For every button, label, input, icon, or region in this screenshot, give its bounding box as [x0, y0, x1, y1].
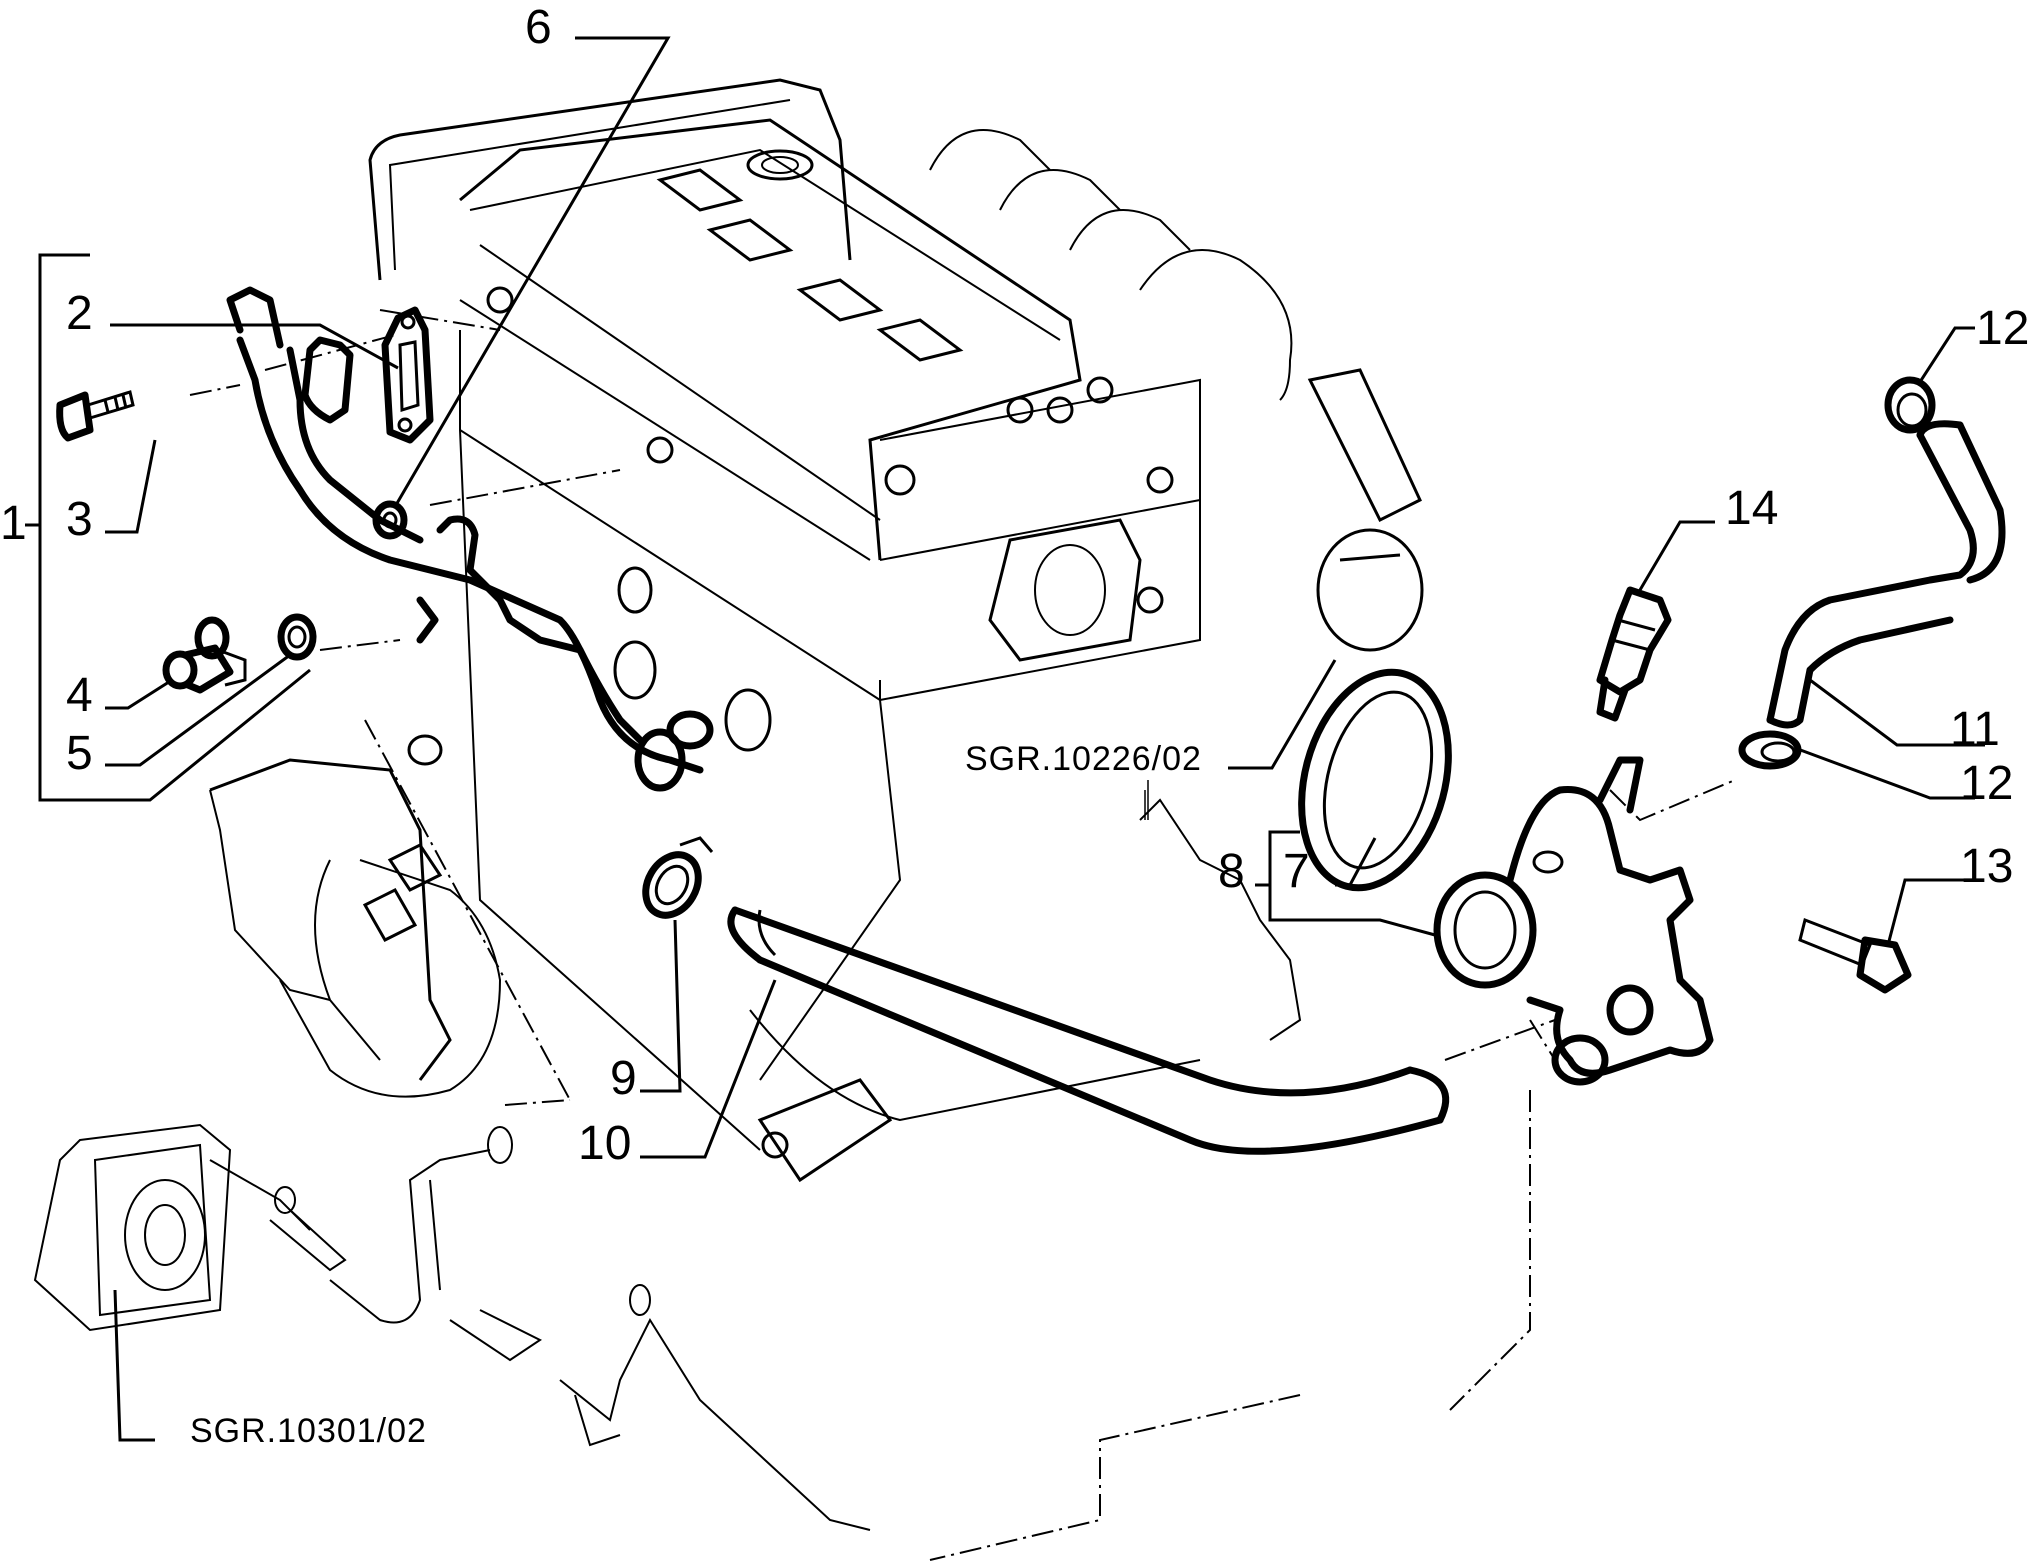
reference-throttle-body: SGR.10226/02: [965, 740, 1202, 778]
callout-6: 6: [525, 1, 552, 54]
callout-7: 7: [1283, 845, 1310, 898]
callout-9: 9: [610, 1052, 637, 1105]
callout-8: 8: [1218, 845, 1245, 898]
callout-2: 2: [66, 287, 93, 340]
callout-10: 10: [578, 1117, 632, 1170]
callout-12-upper: 12: [1976, 302, 2030, 355]
callout-12-lower: 12: [1960, 757, 2014, 810]
oil-cooler: [33, 1123, 871, 1531]
callout-1: 1: [0, 497, 27, 550]
callout-5: 5: [66, 727, 93, 780]
leader-lines: [25, 36, 1985, 1442]
callout-4: 4: [66, 669, 93, 722]
temperature-sensor: [1596, 586, 1672, 722]
coolant-hose: [727, 906, 1450, 1155]
washer: [194, 613, 317, 661]
callout-3: 3: [66, 493, 93, 546]
nut: [372, 500, 408, 540]
callout-11: 11: [1950, 703, 2000, 756]
hose-clamp: [642, 836, 714, 919]
housing-bolt: [1798, 917, 1912, 994]
coolant-pipe-assembly: [226, 286, 714, 792]
oil-filter-assembly: [209, 734, 502, 1098]
thermostat-housing: [1433, 756, 1714, 1086]
bolt: [56, 390, 135, 442]
gasket: [381, 306, 434, 444]
reference-oil-cooler: SGR.10301/02: [190, 1412, 427, 1450]
hose-clamp-lower: [1738, 730, 1802, 770]
callout-14: 14: [1725, 482, 1779, 535]
engine-block: [368, 78, 1424, 1183]
callout-13: 13: [1960, 840, 2014, 893]
hose-clamp-upper: [1884, 376, 1936, 434]
assembly-centerlines: [189, 309, 1736, 1561]
heater-hose: [1766, 420, 2006, 729]
